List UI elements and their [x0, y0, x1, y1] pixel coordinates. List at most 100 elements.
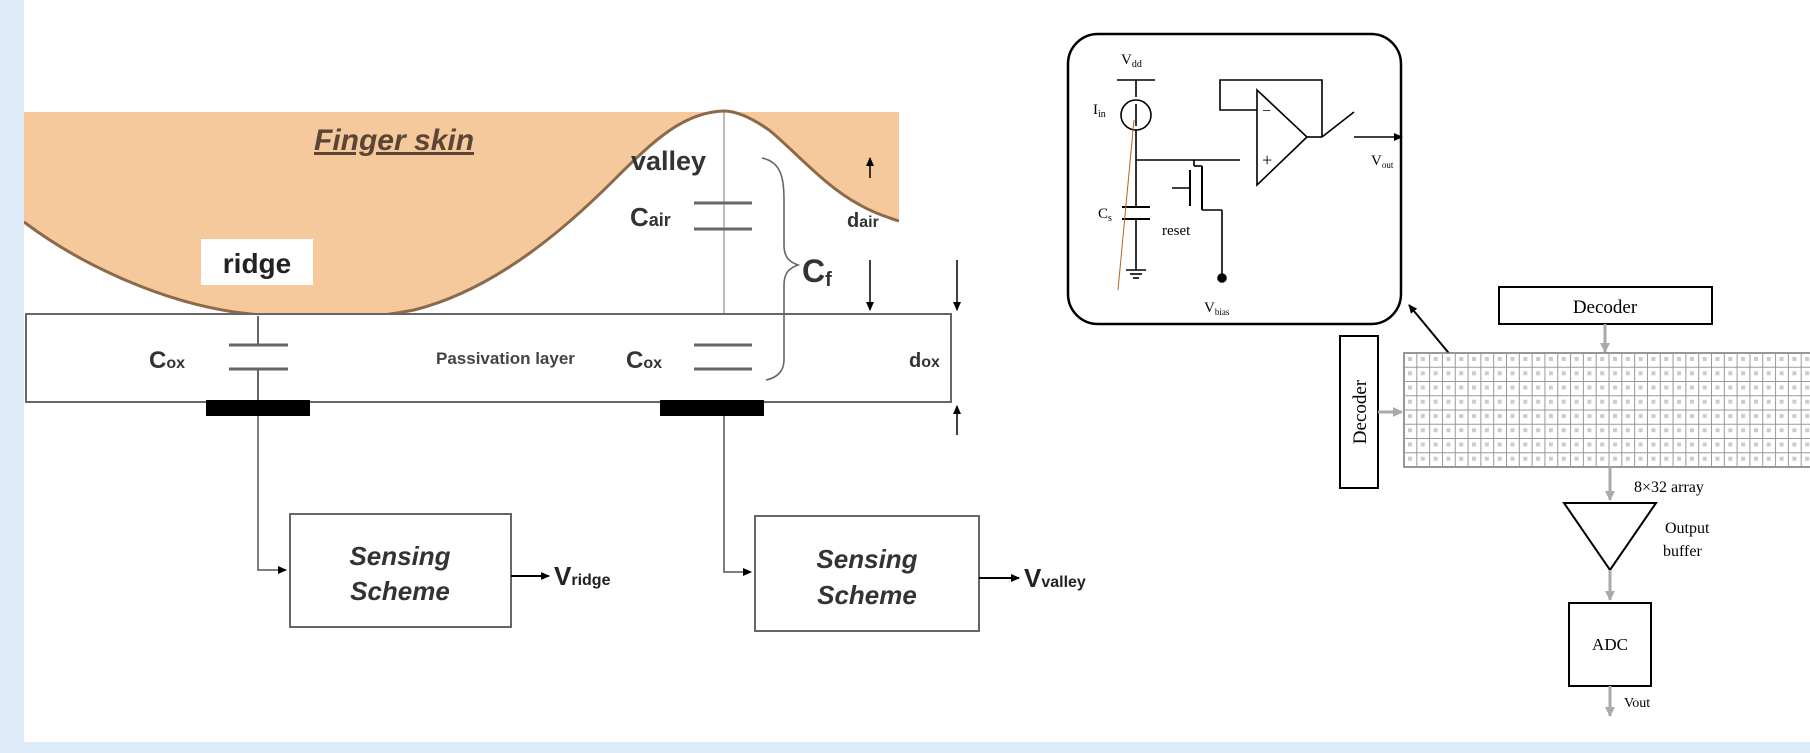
- array-cell: [1497, 456, 1502, 461]
- c-air-main: C: [630, 202, 649, 232]
- array-cell: [1651, 428, 1656, 433]
- ridge-sensing-line2: Scheme: [350, 576, 450, 606]
- array-cell: [1625, 371, 1630, 376]
- array-cell: [1574, 428, 1579, 433]
- array-cell: [1715, 385, 1720, 390]
- array-cell: [1420, 456, 1425, 461]
- finger-skin-outline: [24, 109, 900, 320]
- output-buffer-icon: [1562, 502, 1658, 572]
- iin-main: I: [1093, 102, 1098, 118]
- array-cell: [1459, 414, 1464, 418]
- c-ox-ridge-sub: ox: [166, 355, 185, 372]
- array-cell: [1446, 399, 1451, 404]
- array-cell: [1779, 371, 1784, 376]
- array-cell: [1574, 385, 1579, 390]
- array-cell: [1728, 456, 1733, 461]
- opamp-minus-sign: −: [1262, 103, 1271, 120]
- top-decoder-label: Decoder: [1573, 297, 1638, 318]
- array-cell: [1459, 357, 1464, 361]
- array-cell: [1792, 428, 1797, 433]
- array-cell: [1561, 371, 1566, 376]
- array-cell: [1753, 414, 1758, 418]
- d-ox-main: d: [909, 350, 921, 372]
- array-cell: [1664, 357, 1669, 361]
- finger-skin-label: Finger skin: [314, 124, 474, 157]
- array-cell: [1613, 428, 1617, 433]
- array-cell: [1433, 428, 1438, 433]
- ridge-electrode: [206, 400, 310, 416]
- array-cell: [1561, 399, 1566, 404]
- array-cell: [1664, 371, 1669, 376]
- array-cell: [1689, 442, 1694, 447]
- array-cell: [1753, 357, 1758, 361]
- array-cell: [1702, 357, 1707, 361]
- array-cell: [1484, 428, 1489, 433]
- array-cell: [1638, 357, 1643, 361]
- array-cell: [1677, 357, 1682, 361]
- array-cell: [1600, 385, 1605, 390]
- array-cell: [1664, 442, 1669, 447]
- array-cell: [1779, 385, 1784, 390]
- capacitive-sensing-diagram: Finger skin ridge valley Cair dair Cf Co…: [24, 109, 1086, 632]
- array-cell: [1600, 399, 1605, 404]
- array-cell: [1625, 399, 1630, 404]
- array-cell: [1792, 385, 1797, 390]
- array-cell: [1497, 414, 1502, 418]
- array-cell: [1753, 428, 1758, 433]
- array-cell: [1523, 399, 1528, 404]
- array-cell: [1510, 442, 1515, 447]
- reset-label: reset: [1162, 223, 1191, 239]
- array-cell: [1689, 428, 1694, 433]
- valley-cair-capacitor: [694, 201, 752, 231]
- array-cell: [1728, 399, 1733, 404]
- array-cell: [1433, 414, 1438, 418]
- array-cell: [1600, 357, 1605, 361]
- array-cell: [1587, 442, 1592, 447]
- adc-box: [1568, 602, 1652, 687]
- array-cell: [1805, 414, 1810, 418]
- ridge-cox-capacitor: [229, 316, 288, 400]
- array-cell: [1408, 357, 1412, 361]
- output-buffer-line1: Output: [1665, 520, 1710, 537]
- array-cell: [1613, 371, 1617, 376]
- array-cell: [1587, 357, 1592, 361]
- cs-label: Cs: [1098, 206, 1112, 224]
- array-cell: [1779, 414, 1784, 418]
- array-cell: [1408, 428, 1412, 433]
- v-valley-sub: valley: [1041, 574, 1086, 591]
- array-cell: [1536, 442, 1541, 447]
- c-air-sub: air: [649, 210, 671, 230]
- array-cell: [1728, 414, 1733, 418]
- array-cell: [1651, 399, 1656, 404]
- array-cell: [1561, 357, 1566, 361]
- array-cell: [1472, 385, 1477, 390]
- pixel-circuit: [1117, 79, 1403, 291]
- array-cell: [1510, 357, 1515, 361]
- array-cell: [1613, 385, 1617, 390]
- array-cell: [1613, 414, 1617, 418]
- array-cell: [1766, 371, 1771, 376]
- array-cell: [1574, 442, 1579, 447]
- array-cell: [1459, 371, 1464, 376]
- passivation-label: Passivation layer: [436, 349, 575, 368]
- iin-label: Iin: [1093, 102, 1106, 120]
- array-cell: [1497, 371, 1502, 376]
- array-cell: [1638, 399, 1643, 404]
- vbias-sub: bias: [1215, 307, 1230, 317]
- array-cell: [1613, 456, 1617, 461]
- array-cell: [1766, 414, 1771, 418]
- v-valley-label: Vvalley: [1024, 563, 1086, 593]
- array-cell: [1561, 414, 1566, 418]
- array-cell: [1472, 371, 1477, 376]
- array-cell: [1651, 357, 1656, 361]
- array-cell: [1613, 442, 1617, 447]
- array-cell: [1523, 428, 1528, 433]
- valley-sensing-box: [754, 515, 980, 632]
- array-cell: [1766, 428, 1771, 433]
- array-cell: [1510, 399, 1515, 404]
- array-cell: [1715, 428, 1720, 433]
- array-cell: [1548, 399, 1553, 404]
- array-cell: [1536, 385, 1541, 390]
- array-cell: [1728, 357, 1733, 361]
- annotation-line: [1117, 119, 1135, 291]
